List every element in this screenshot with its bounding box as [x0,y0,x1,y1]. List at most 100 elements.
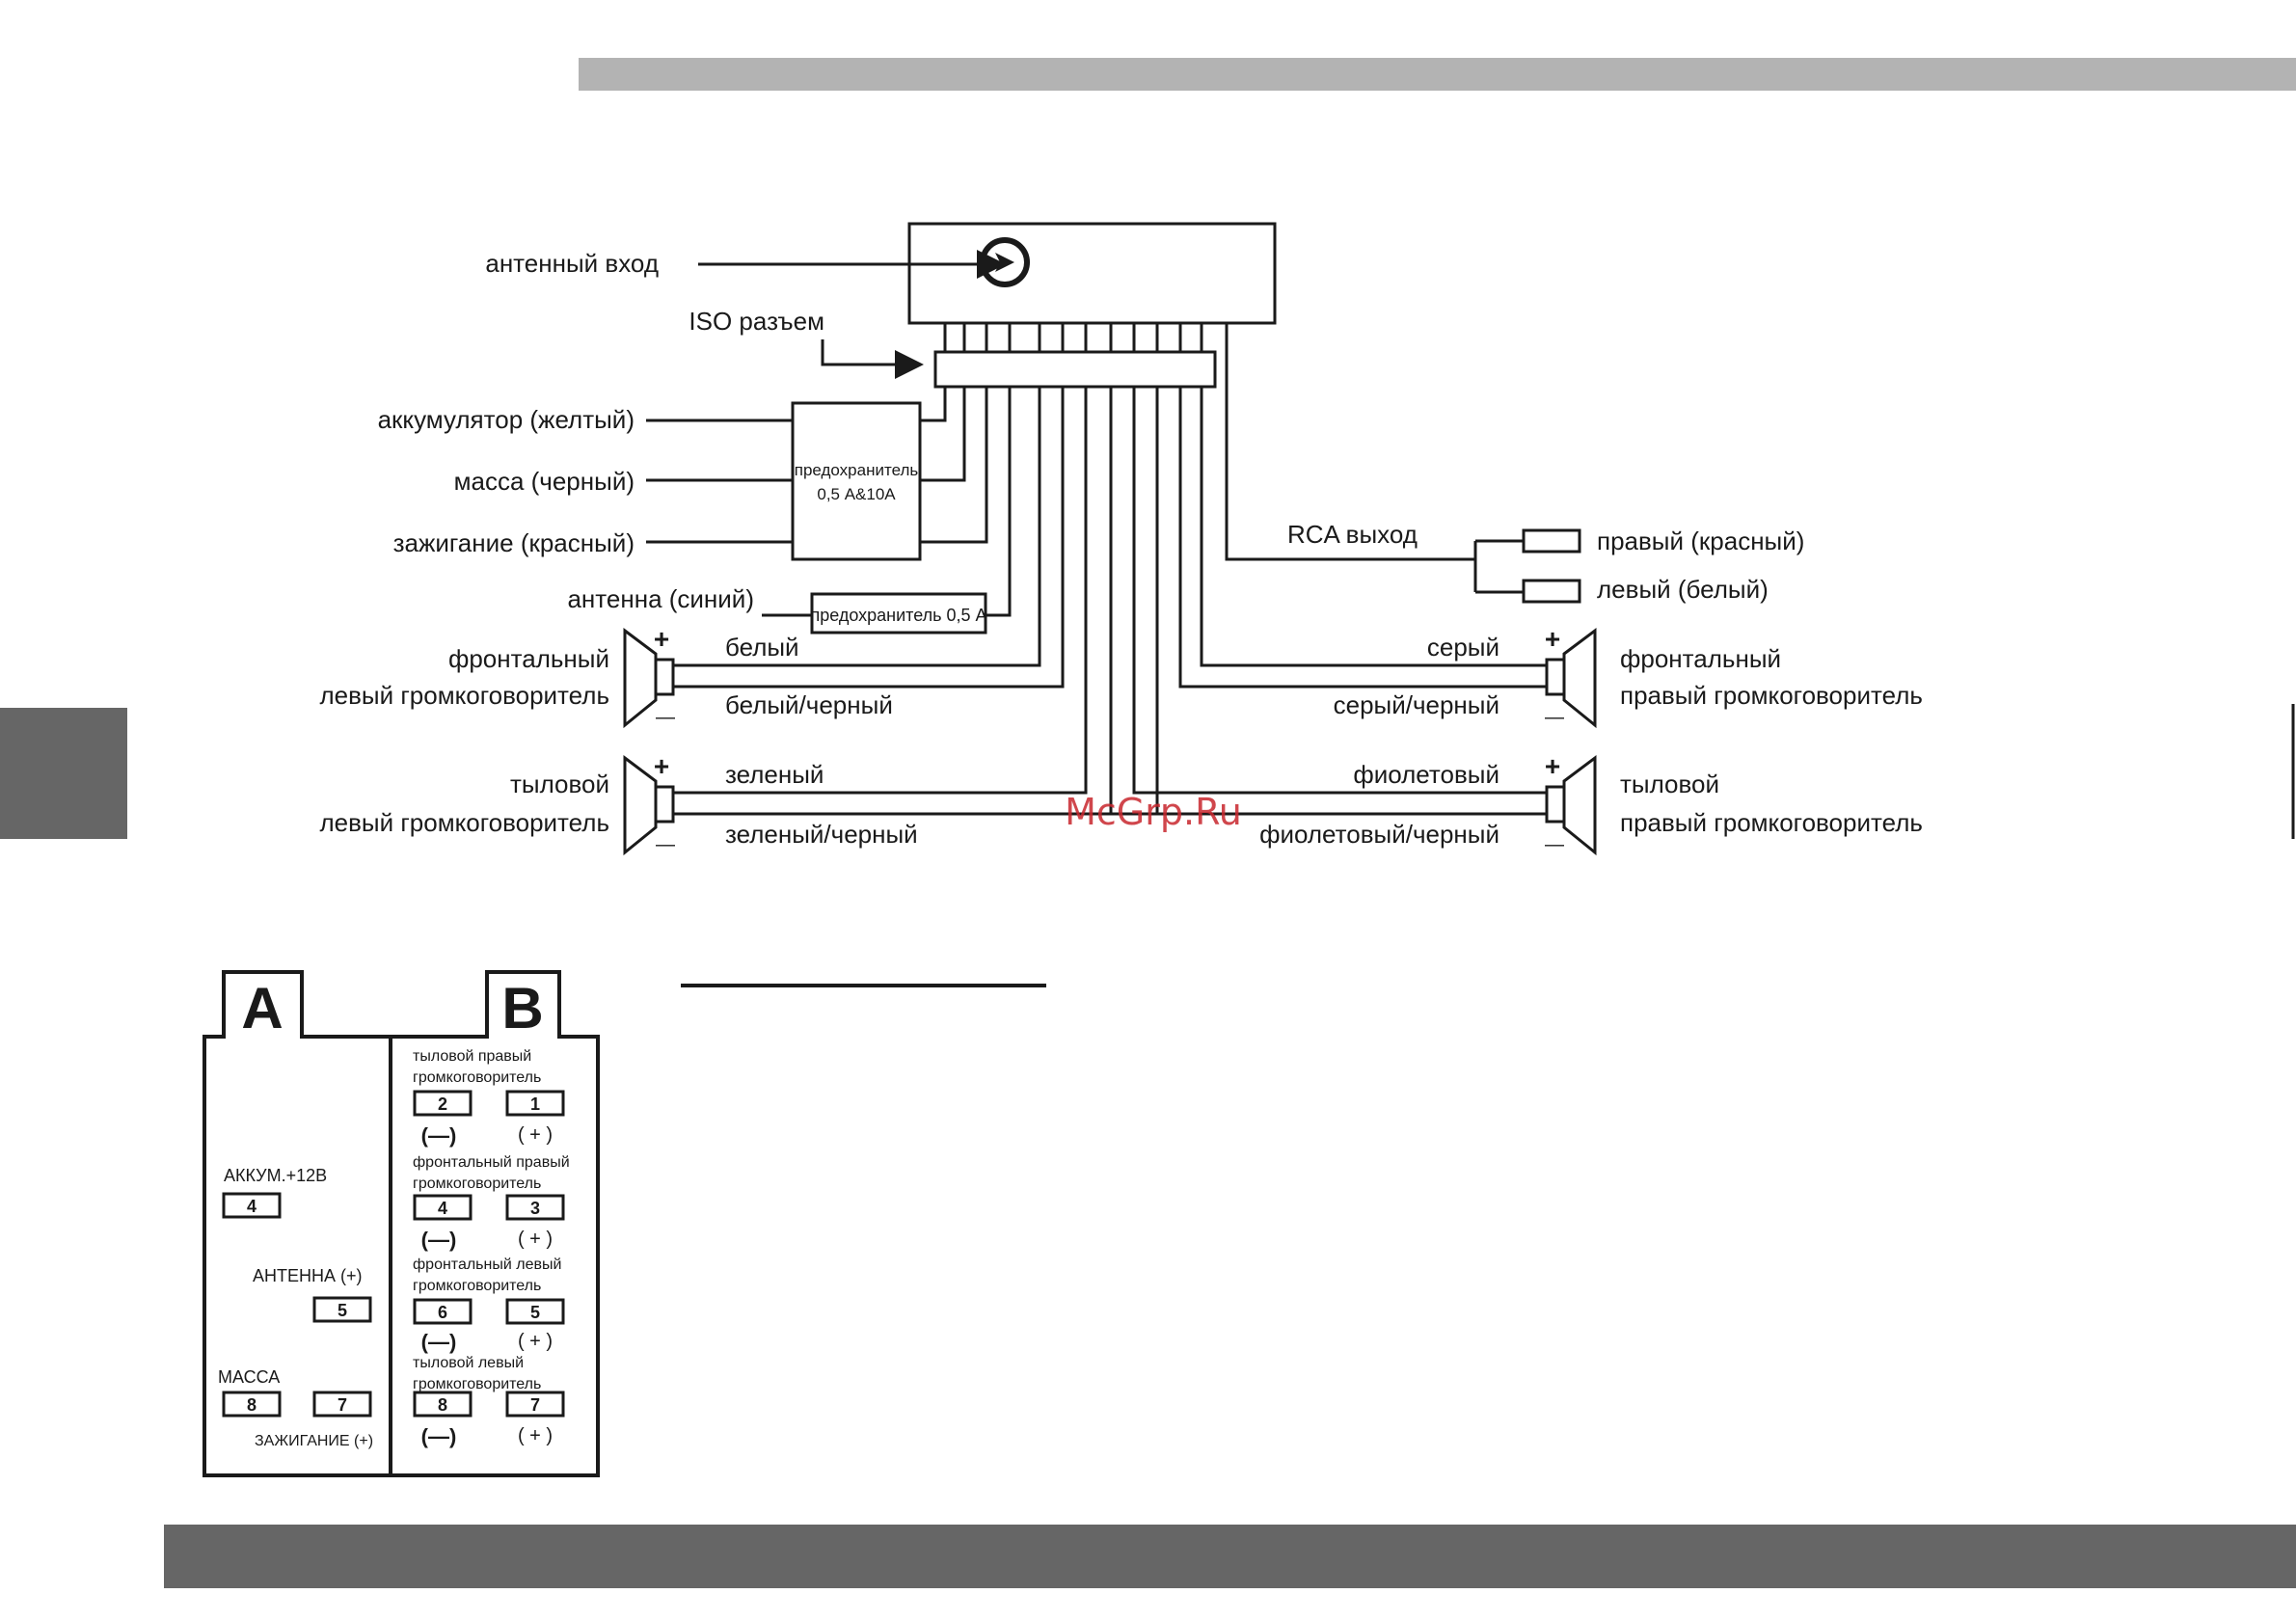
a-pin-8 [222,1391,282,1418]
rear-left-label-2: левый громкоговоритель [319,808,609,837]
b-pin-5-polarity: ( + ) [518,1331,553,1352]
iso-pinout-outline [203,970,600,1477]
ground-label: масса (черный) [454,467,635,496]
b-pin-3 [505,1194,565,1221]
rear-right-label-2: правый громкоговоритель [1620,808,1923,837]
b-front-right-2: громкоговоритель [413,1175,541,1192]
b-rear-left-1: тыловой левый [413,1355,524,1371]
b-pin-8-label: 8 [438,1395,447,1415]
rear-left-speaker-icon [623,755,675,856]
wire-gray-label: серый [1427,633,1499,662]
b-pin-4-label: 4 [438,1199,447,1218]
front-left-speaker-icon [623,628,675,729]
front-left-label-1: фронтальный [448,644,609,673]
b-pin-2-polarity: (—) [421,1123,457,1148]
wire-white-black-label: белый/черный [725,690,893,719]
front-left-label-2: левый громкоговоритель [319,681,609,710]
b-pin-2-label: 2 [438,1094,447,1114]
b-pin-3-polarity: ( + ) [518,1229,553,1250]
top-bar [579,58,2296,91]
fuse-block [791,401,922,561]
b-pin-6-polarity: (—) [421,1330,457,1354]
rear-right-minus: — [1545,834,1564,855]
a-pin-4 [222,1192,282,1219]
b-pin-5-label: 5 [530,1303,540,1322]
b-rear-left-2: громкоговоритель [413,1376,541,1392]
b-pin-4-polarity: (—) [421,1228,457,1252]
b-front-right-1: фронтальный правый [413,1154,570,1171]
connector-a-letter: A [241,976,283,1040]
connector-b-letter: B [501,976,543,1040]
b-pin-6-label: 6 [438,1303,447,1322]
a-pin-7-label: 7 [338,1395,347,1415]
rear-right-plus: + [1545,751,1560,781]
rear-right-label-1: тыловой [1620,770,1719,798]
b-pin-1-polarity: ( + ) [518,1124,553,1146]
b-pin-8 [413,1391,473,1418]
wire-white-label: белый [725,633,799,662]
a-pin-5 [312,1296,372,1323]
antenna-fuse-label: предохранитель 0,5 А [810,606,986,625]
b-pin-7-label: 7 [530,1395,540,1415]
iso-pins [943,323,1203,352]
ignition-label: зажигание (красный) [393,528,635,557]
iso-connector [933,350,1217,389]
b-front-left-1: фронтальный левый [413,1256,561,1273]
rca-left-plug [1522,579,1581,604]
b-rear-right-2: громкоговоритель [413,1069,541,1086]
wire-gray-black-label: серый/черный [1334,690,1499,719]
battery-label: аккумулятор (желтый) [378,405,635,434]
rca-right-plug [1522,528,1581,554]
b-pin-8-polarity: (—) [421,1424,457,1448]
antenna-fuse [810,592,987,635]
iso-connector-label: ISO разъем [689,307,824,336]
front-left-plus: + [654,624,669,654]
rear-left-minus: — [656,834,675,855]
rca-right-label: правый (красный) [1597,527,1804,555]
rca-label: RCA выход [1287,520,1418,549]
b-pin-7 [505,1391,565,1418]
b-pin-3-label: 3 [530,1199,540,1218]
antenna-wire-label: антенна (синий) [567,584,754,613]
rear-left-plus: + [654,751,669,781]
a-battery-label: АККУМ.+12В [224,1166,327,1185]
b-pin-6 [413,1298,473,1325]
b-pin-7-polarity: ( + ) [518,1425,553,1446]
wire-violet-label: фиолетовый [1353,760,1499,789]
front-right-speaker-icon [1545,628,1597,729]
a-antenna-label: АНТЕННА (+) [253,1266,363,1285]
a-pin-8-label: 8 [247,1395,257,1415]
rear-right-speaker-icon [1545,755,1597,856]
front-right-label-2: правый громкоговоритель [1620,681,1923,710]
head-unit [907,222,1277,325]
rear-left-label-1: тыловой [510,770,609,798]
front-left-minus: — [656,707,675,728]
wire-green-label: зеленый [725,760,824,789]
front-right-plus: + [1545,624,1560,654]
rca-left-label: левый (белый) [1597,575,1769,604]
fuse-label-2: 0,5 А&10А [817,485,896,503]
wire-violet-black-label: фиолетовый/черный [1259,820,1499,849]
a-pin-7 [312,1391,372,1418]
a-pin-5-label: 5 [338,1301,347,1320]
antenna-input-label: антенный вход [485,249,659,278]
bottom-bar [164,1525,2296,1588]
wire-green-black-label: зеленый/черный [725,820,918,849]
a-ground-label: МАССА [218,1367,280,1387]
fuse-label-1: предохранитель [795,461,919,479]
b-rear-right-1: тыловой правый [413,1048,531,1065]
front-right-minus: — [1545,707,1564,728]
b-pin-1 [505,1090,565,1117]
a-pin-4-label: 4 [247,1197,257,1216]
b-pin-2 [413,1090,473,1117]
b-pin-4 [413,1194,473,1221]
b-front-left-2: громкоговоритель [413,1278,541,1294]
side-tab [0,708,127,839]
front-right-label-1: фронтальный [1620,644,1781,673]
b-pin-1-label: 1 [530,1094,540,1114]
watermark: McGrp.Ru [1065,791,1242,833]
b-pin-5 [505,1298,565,1325]
a-ignition-label: ЗАЖИГАНИЕ (+) [255,1433,373,1449]
